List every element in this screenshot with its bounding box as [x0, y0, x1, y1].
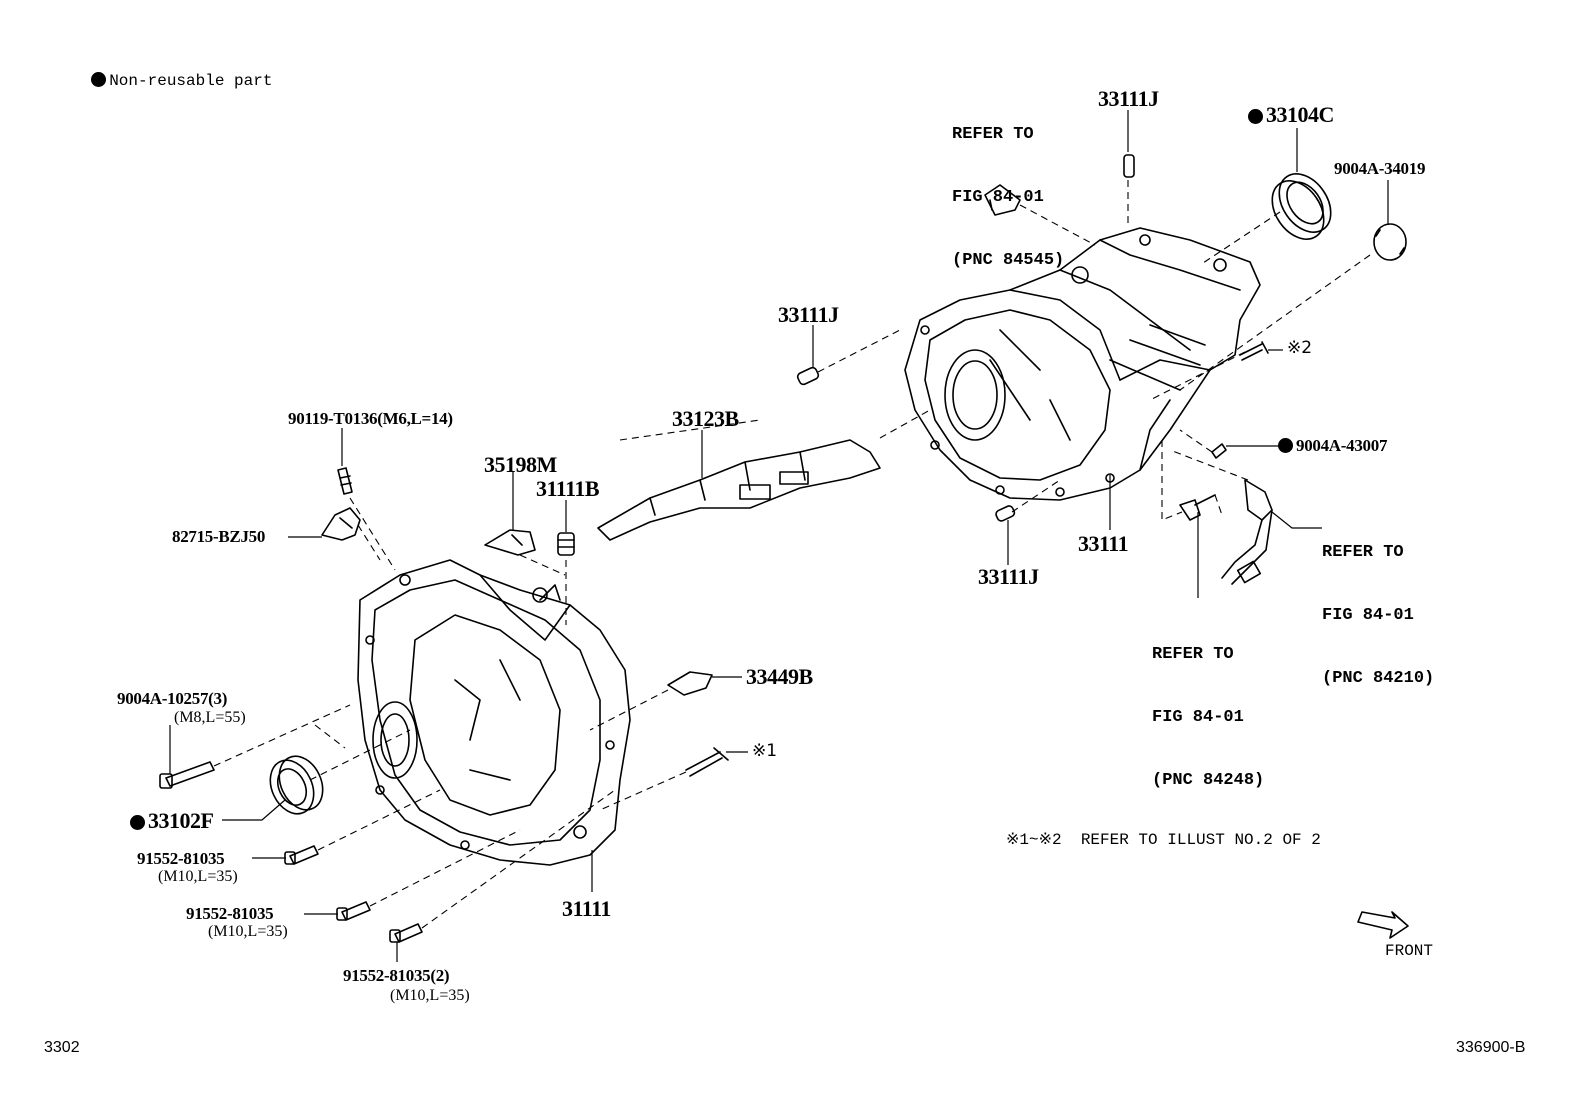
- bracket-35198M: [484, 529, 536, 556]
- label-9004A-10257: 9004A-10257(3): [117, 689, 228, 708]
- shift-bracket-33123B: [597, 439, 881, 541]
- plug-31111B: [557, 532, 575, 556]
- label-91552-b-size: (M10,L=35): [208, 923, 288, 940]
- bolt-mark1: [685, 747, 729, 777]
- label-33104C-text: 33104C: [1266, 102, 1334, 127]
- sensor-84545: [984, 184, 1021, 216]
- label-33449B: 33449B: [746, 664, 813, 689]
- label-33111J-low: 33111J: [978, 564, 1039, 589]
- label-31111B: 31111B: [536, 476, 600, 501]
- bolt-91552-a: [284, 845, 319, 865]
- page-number-left: 3302: [44, 1039, 80, 1056]
- label-9004A-43007: 9004A-43007: [1278, 437, 1387, 454]
- bracket-84248: [1179, 494, 1216, 521]
- ref-84248-line1: REFER TO: [1152, 645, 1234, 664]
- pin-33111J-top: [1123, 154, 1135, 178]
- transmission-case-right: [904, 227, 1261, 501]
- label-35198M: 35198M: [484, 452, 557, 477]
- non-reusable-dot-icon: [1248, 109, 1263, 124]
- transmission-case-left: [357, 559, 631, 866]
- ref-84545-line2: FIG 84-01: [952, 188, 1044, 207]
- legend: Non-reusable part: [72, 56, 272, 89]
- ref-84545-line1: REFER TO: [952, 125, 1034, 144]
- gasket-33449B: [667, 671, 713, 696]
- oil-seal-33102F: [269, 755, 324, 815]
- label-91552-c-size: (M10,L=35): [390, 987, 470, 1004]
- ref-84248: REFER TO FIG 84-01 (PNC 84248): [1152, 602, 1264, 812]
- non-reusable-dot-icon: [130, 815, 145, 830]
- bolt-9004A-10257: [159, 761, 215, 789]
- label-91552-a-size: (M10,L=35): [158, 868, 238, 885]
- legend-text: Non-reusable part: [109, 72, 273, 90]
- label-mark1: ※1: [752, 741, 778, 761]
- non-reusable-dot-icon: [1278, 438, 1293, 453]
- label-31111: 31111: [562, 896, 611, 921]
- page-number-right: 336900-B: [1456, 1039, 1526, 1056]
- label-33111-right: 33111: [1078, 531, 1129, 556]
- plug-9004A-34019: [1373, 223, 1407, 261]
- ref-84545-line3: (PNC 84545): [952, 251, 1065, 270]
- label-82715: 82715-BZJ50: [172, 527, 266, 546]
- illust-note: ※1~※2 REFER TO ILLUST NO.2 OF 2: [1006, 831, 1321, 849]
- label-9004A-34019: 9004A-34019: [1334, 159, 1426, 178]
- label-33102F-text: 33102F: [148, 808, 214, 833]
- label-91552-a: 91552-81035: [137, 849, 225, 868]
- label-33102F: 33102F: [130, 808, 214, 833]
- ref-84210-line3: (PNC 84210): [1322, 669, 1435, 688]
- bolt-91552-b: [336, 901, 371, 921]
- label-33111J-mid: 33111J: [778, 302, 839, 327]
- ref-84210-line1: REFER TO: [1322, 543, 1404, 562]
- leader-lines: [169, 110, 1389, 962]
- label-33123B: 33123B: [672, 406, 739, 431]
- ref-84210: REFER TO FIG 84-01 (PNC 84210): [1322, 500, 1434, 710]
- bracket-82715: [321, 507, 361, 541]
- front-label: FRONT: [1385, 942, 1434, 960]
- assembly-lines: [213, 180, 1371, 929]
- ref-84210-line2: FIG 84-01: [1322, 606, 1414, 625]
- ref-84248-line2: FIG 84-01: [1152, 708, 1244, 727]
- label-9004A-43007-text: 9004A-43007: [1296, 436, 1388, 455]
- non-reusable-dot-icon: [91, 72, 107, 87]
- label-91552-c: 91552-81035(2): [343, 966, 450, 985]
- bolt-9004A-43007: [1211, 443, 1227, 459]
- label-33104C: 33104C: [1248, 104, 1334, 126]
- pin-33111J-mid: [796, 366, 820, 386]
- oil-seal-33104C: [1271, 173, 1332, 240]
- bolt-90119: [337, 467, 353, 495]
- sensor-84210: [1221, 479, 1273, 585]
- ref-84248-line3: (PNC 84248): [1152, 771, 1265, 790]
- bolt-mark2: [1239, 341, 1269, 361]
- label-90119: 90119-T0136(M6,L=14): [288, 409, 453, 428]
- label-mark2: ※2: [1287, 338, 1313, 358]
- front-arrow-icon: [1357, 911, 1409, 939]
- label-33111J-top: 33111J: [1098, 86, 1159, 111]
- bolt-91552-c: [389, 923, 423, 943]
- ref-84545: REFER TO FIG 84-01 (PNC 84545): [952, 82, 1064, 292]
- label-91552-b: 91552-81035: [186, 904, 274, 923]
- pin-33111J-low: [995, 505, 1016, 522]
- label-9004A-10257-size: (M8,L=55): [174, 709, 246, 726]
